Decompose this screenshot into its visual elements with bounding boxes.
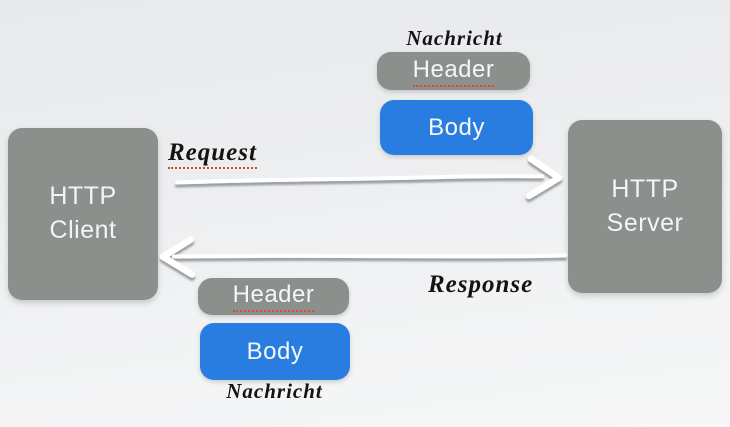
http-server-node: HTTP Server <box>568 120 722 293</box>
top-message-body-label: Body <box>428 113 485 141</box>
request-arrow-label: Request <box>168 139 257 169</box>
client-label-line2: Client <box>49 216 117 244</box>
bottom-message-title: Nachricht <box>226 379 323 403</box>
bottom-message-body-box: Body <box>200 323 350 380</box>
top-message-header-box: Header <box>377 52 530 90</box>
response-arrow <box>159 236 567 278</box>
server-label-line2: Server <box>606 208 684 237</box>
server-label-line1: HTTP <box>611 174 679 203</box>
top-message-title: Nachricht <box>406 26 503 50</box>
bottom-message-body-label: Body <box>246 337 304 365</box>
client-label-line1: HTTP <box>49 182 117 211</box>
bottom-message-header-label: Header <box>232 281 315 312</box>
top-message-header-label: Header <box>412 56 495 87</box>
bottom-message-header-box: Header <box>198 278 349 315</box>
http-client-node: HTTP Client <box>8 128 158 300</box>
response-arrow-label: Response <box>428 271 534 298</box>
top-message-body-box: Body <box>380 100 533 155</box>
